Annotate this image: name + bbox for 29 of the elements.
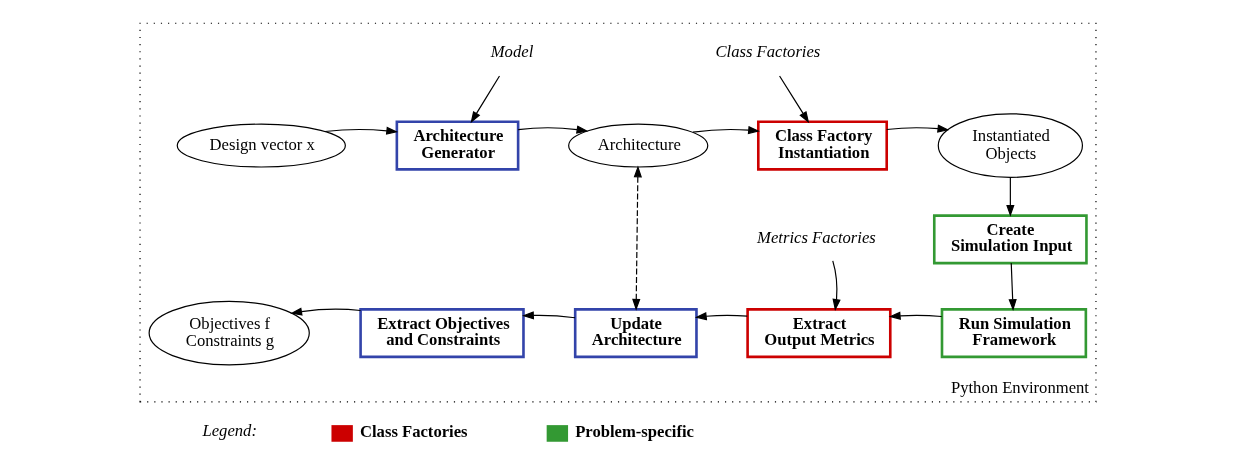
arrow xyxy=(470,74,500,123)
node-box: Architecture Generator xyxy=(395,120,519,171)
arrow xyxy=(778,74,809,123)
arrow xyxy=(631,165,642,311)
arrow xyxy=(517,124,588,134)
legend-label: Problem-specific xyxy=(574,421,694,441)
node-box: Extract Objectives and Constraints xyxy=(358,307,525,358)
node-box: Create Simulation Input xyxy=(932,213,1088,264)
arrow xyxy=(521,310,576,319)
arrow xyxy=(1005,176,1015,217)
arrow xyxy=(289,306,361,316)
node-box: Run Simulation Framework xyxy=(940,307,1087,358)
arrow xyxy=(1008,262,1017,311)
arrow xyxy=(323,126,398,135)
node-ellipse: Objectives f Constraints g xyxy=(148,300,310,365)
node-text: Metrics Factories xyxy=(756,227,876,247)
arrow xyxy=(885,124,949,133)
label: Legend: xyxy=(201,420,257,440)
node-text: Class Factories xyxy=(715,41,820,61)
arrow xyxy=(694,311,748,320)
arrow xyxy=(691,125,760,134)
node-ellipse: Design vector x xyxy=(176,123,346,168)
node-box: Update Architecture xyxy=(573,307,698,358)
node-box: Class Factory Instantiation xyxy=(756,120,888,171)
node-text: Model xyxy=(490,41,533,61)
node-box: Extract Output Metrics xyxy=(745,307,892,358)
legend-label: Class Factories xyxy=(359,421,468,441)
arrow xyxy=(831,259,841,311)
arrow xyxy=(888,311,942,320)
